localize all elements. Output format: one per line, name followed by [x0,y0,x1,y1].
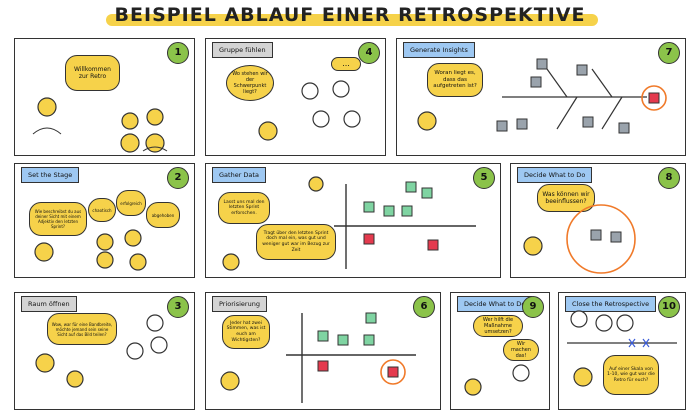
character-drawings [220,312,416,403]
speech-bubble: Wow, war für eine Bandbreite, möchte jem… [47,313,117,345]
page-title: BEISPIEL ABLAUF EINER RETROSPEKTIVE [114,4,586,26]
step-tag: Gather Data [212,167,266,183]
speech-bubble: Lasst uns mal den letzten Sprint erforsc… [218,192,270,224]
face-icon [512,364,530,382]
character-drawings [258,80,361,141]
step-number: 4 [358,42,380,64]
panel-3: Raum öffnen 3 Wow, war für eine Bandbrei… [14,292,195,410]
step-number: 1 [167,42,189,64]
face-icon [301,80,361,128]
panel-10: Close the Retrospective 10 Auf einer Ska… [558,292,686,410]
face-icon [37,97,165,153]
face-icon [220,371,240,391]
character-drawings [222,176,476,271]
panel-8: Decide What to Do 8 Was können wir beein… [510,163,686,278]
panel-4: Gruppe fühlen 4 Wo stehen wir der Schwer… [205,38,386,156]
sticky-note-icon [590,229,622,243]
face-icon [35,353,84,388]
face-icon [126,314,168,360]
speech-bubble: Tragt über den letzten Sprint doch mal e… [256,224,336,260]
sticky-note-icon [496,58,630,134]
step-number: 5 [473,167,495,189]
step-tag: Close the Retrospective [565,296,657,312]
step-tag: Generate Insights [403,42,475,58]
step-tag: Gruppe fühlen [212,42,273,58]
speech-bubble: Wir machen das! [503,339,539,361]
speech-bubble: abgehoben [146,202,180,228]
character-drawings [34,229,147,271]
sticky-note-icon [317,312,399,378]
character-drawings [32,97,168,153]
step-number: 7 [658,42,680,64]
speech-bubble: Auf einer Skala von 1-10, wie gut war di… [603,355,659,395]
step-number: 10 [658,296,680,318]
speech-bubble: Willkommen zur Retro [65,55,120,91]
step-number: 8 [658,167,680,189]
step-number: 3 [167,296,189,318]
influence-circle-icon [566,204,636,274]
fishbone-icon [502,68,647,130]
step-tag: Priorisierung [212,296,267,312]
step-tag: Set the Stage [21,167,80,183]
character-drawings [523,204,636,274]
speech-bubble: Wer hilft die Maßnahme umsetzen? [473,315,523,337]
speech-bubble: erfolgreich [116,190,146,216]
sticky-note-icon [648,92,660,104]
face-icon [34,229,147,271]
thought-bubble: Wo stehen wir der Schwerpunkt liegt? [226,65,274,101]
axis-icon [286,313,416,403]
highlight-circle-icon [641,85,667,111]
character-drawings [567,310,677,387]
panel-6: Priorisierung 6 Jeder hat zwei Stimmen, … [205,292,441,410]
character-drawings [417,58,667,134]
face-icon [417,111,437,131]
speech-bubble: chaotisch [88,198,116,222]
vote-mark-icon [628,338,650,348]
step-tag: Decide What to Do [517,167,593,183]
speech-bubble: ... [331,57,361,71]
face-icon [573,367,593,387]
face-icon [570,310,634,332]
panel-9: Decide What to Do 9 Wer hilft die Maßnah… [450,292,550,410]
face-icon [464,378,482,396]
sticky-note-icon [363,181,439,251]
panel-2: Set the Stage 2 Wie beschreibst du aus d… [14,163,195,278]
face-icon [222,176,324,271]
title-highlight [106,14,598,26]
face-icon [258,121,278,141]
axis-icon [334,184,476,269]
speech-bubble: Was können wir beeinflussen? [537,184,595,212]
step-number: 2 [167,167,189,189]
step-number: 9 [522,296,544,318]
speech-bubble: Woran liegt es, dass das aufgetreten ist… [427,63,483,97]
character-drawings [35,314,168,388]
step-number: 6 [413,296,435,318]
panel-7: Generate Insights 7 Woran liegt es, dass… [396,38,686,156]
speech-bubble: Wie beschreibst du aus deiner Sicht mit … [29,202,87,236]
highlight-circle-icon [380,359,406,385]
speech-bubble: Jeder hat zwei Stimmen, was ist euch am … [222,315,270,349]
panel-5: Gather Data 5 Lasst uns mal den letzten … [205,163,501,278]
step-tag: Raum öffnen [21,296,77,312]
panel-1: 1 Willkommen zur Retro [14,38,195,156]
character-drawings [464,364,530,396]
face-icon [523,236,543,256]
